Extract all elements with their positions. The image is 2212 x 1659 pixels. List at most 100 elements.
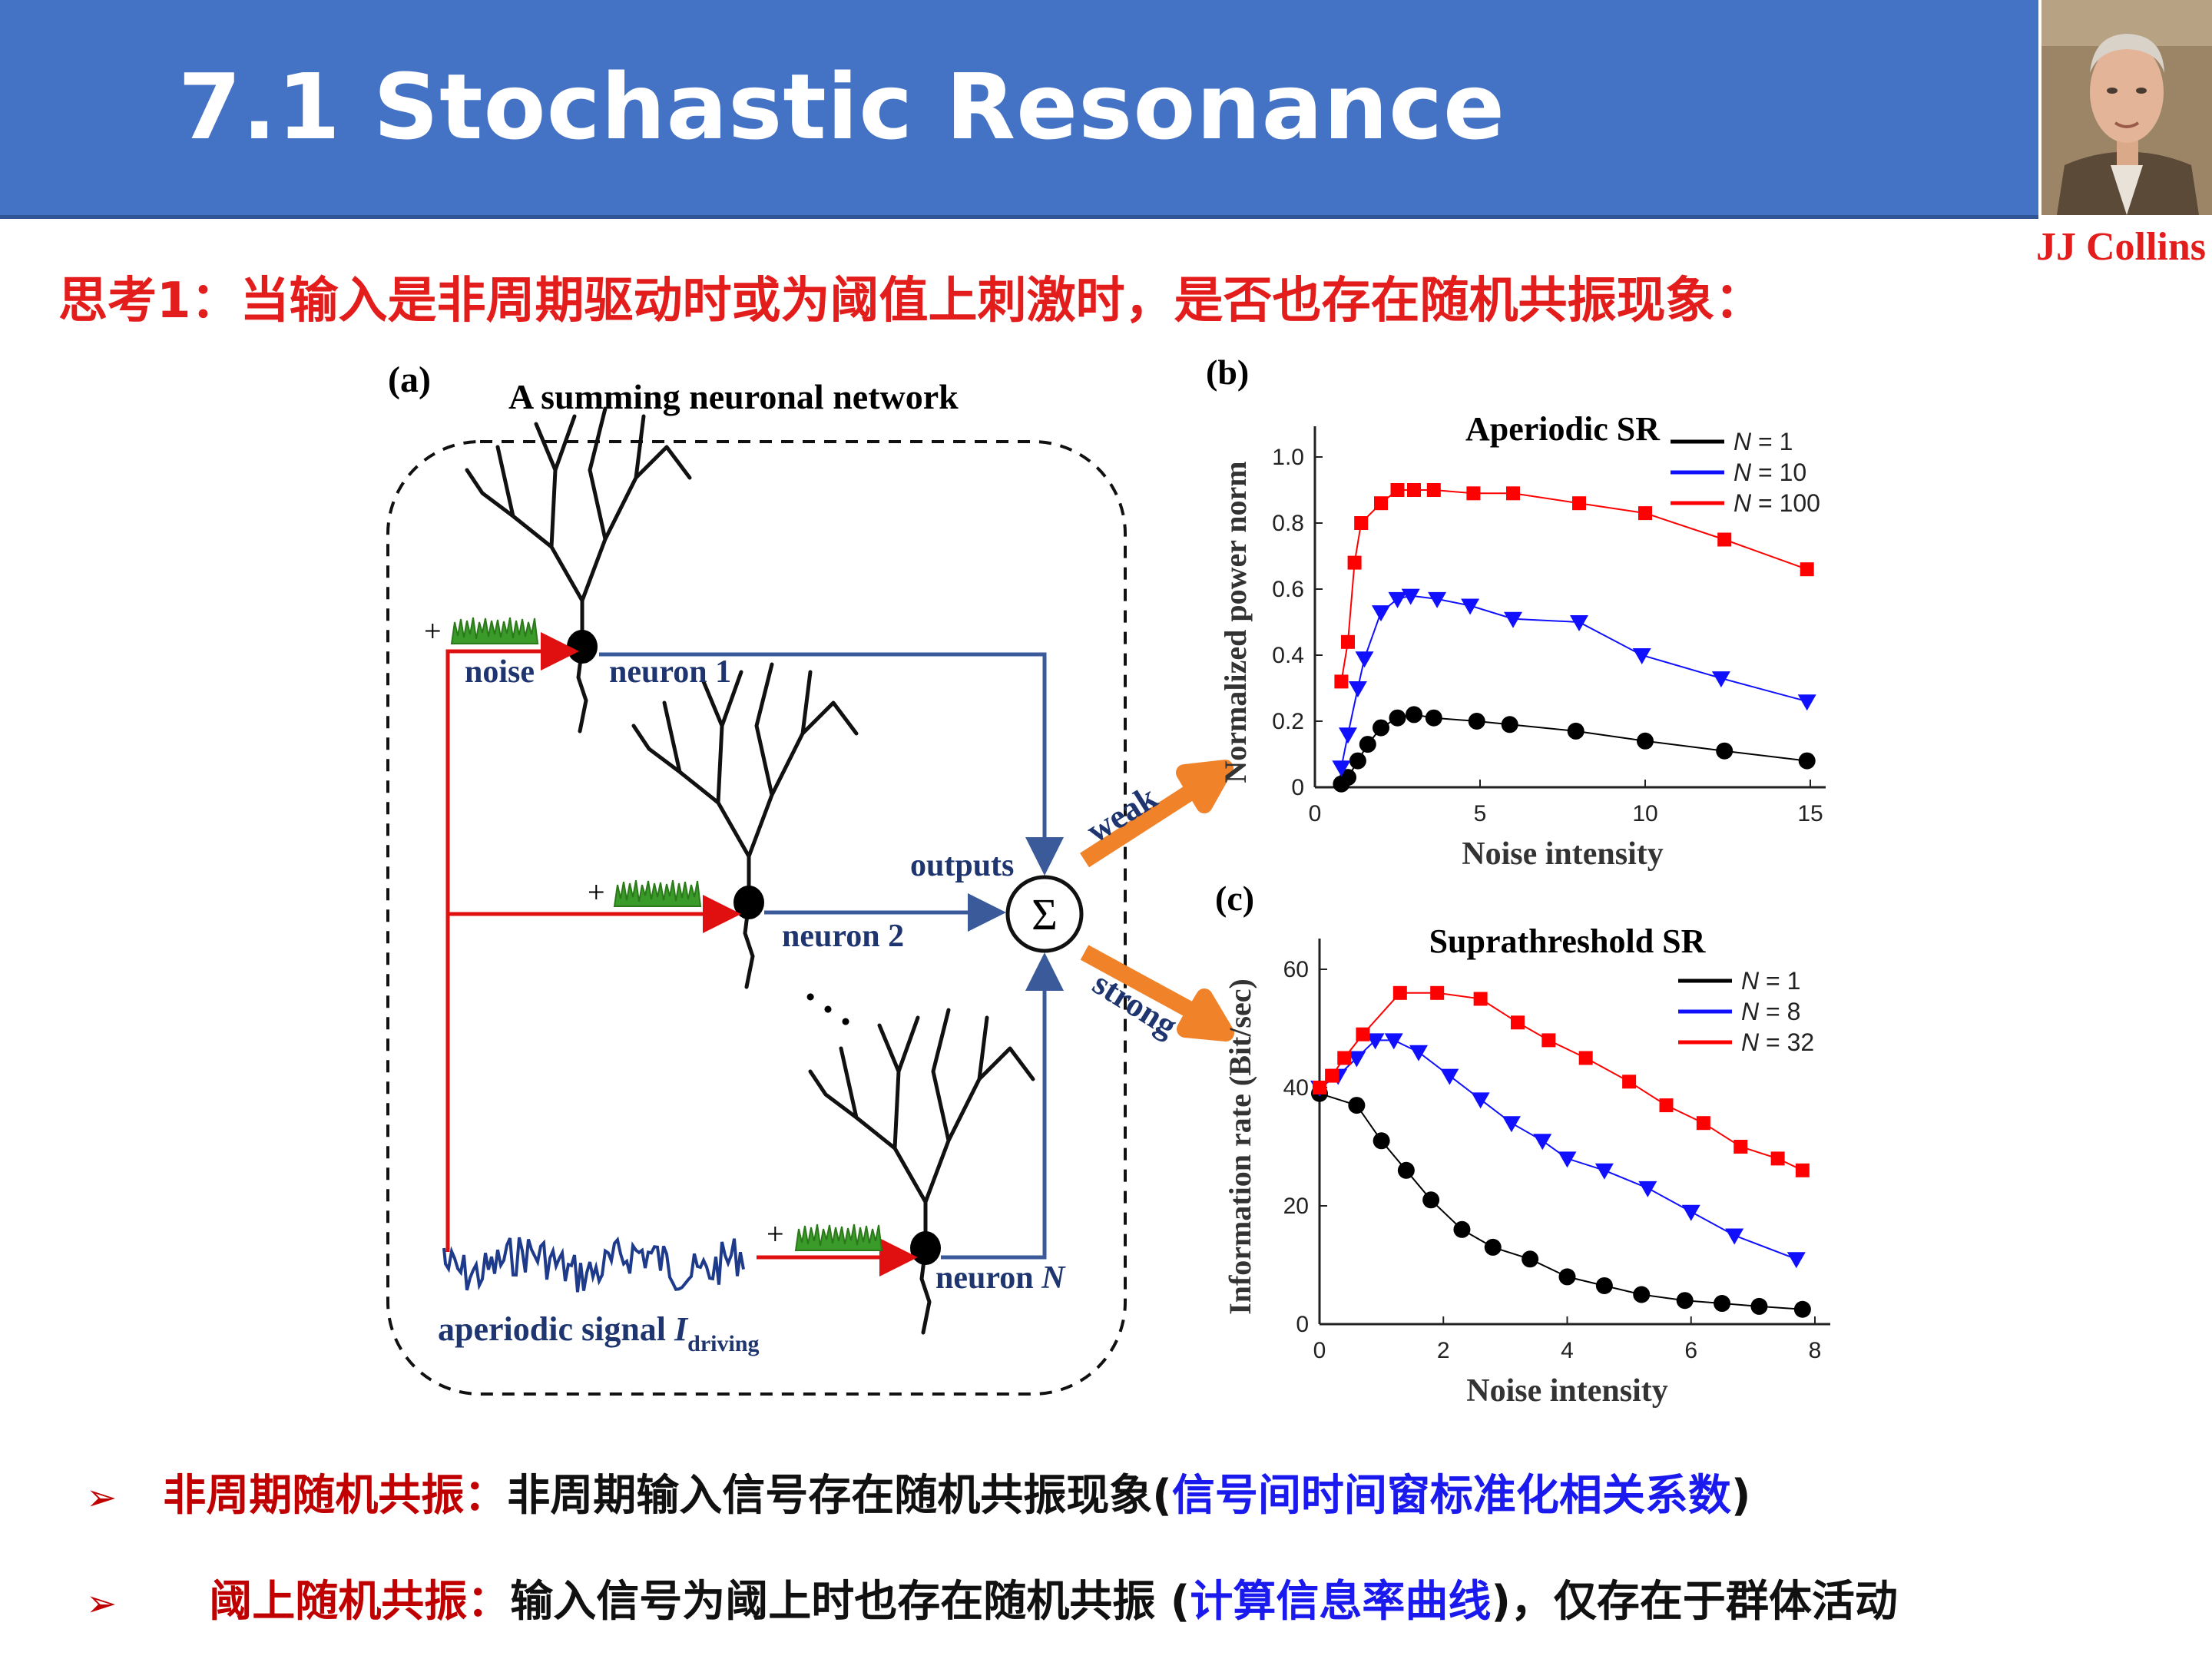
y-tick-label: 0 [1291, 775, 1304, 800]
data-point [1341, 634, 1355, 649]
data-point [1558, 1151, 1577, 1168]
bullet-arrow-icon: ➢ [86, 1476, 118, 1519]
data-point [1325, 1068, 1339, 1083]
y-tick-label: 0.4 [1272, 643, 1304, 668]
data-point [1632, 648, 1651, 664]
noise-icon-1 [451, 617, 538, 644]
strong-arrow [1080, 945, 1234, 1041]
x-tick-label: 5 [1474, 801, 1487, 826]
data-point [1373, 719, 1389, 737]
y-tick-label: 0.8 [1272, 511, 1304, 536]
legend-label: N = 1 [1741, 967, 1800, 995]
data-point [1800, 562, 1814, 577]
plus-sign-1: + [424, 614, 442, 648]
data-point [1659, 1098, 1674, 1113]
data-point [1501, 716, 1518, 733]
legend-label: N = 32 [1741, 1028, 1814, 1056]
data-point [1466, 486, 1481, 501]
data-point [1425, 709, 1442, 727]
data-point [1401, 588, 1420, 605]
data-point [1716, 742, 1734, 760]
data-point [1770, 1151, 1785, 1166]
figure: (a) A summing neuronal network + + + noi… [386, 353, 1830, 1409]
y-tick-label: 20 [1283, 1194, 1309, 1219]
aperiodic-signal-trace [442, 1236, 745, 1293]
neuron-1-label: neuron 1 [609, 654, 731, 690]
data-point [1473, 992, 1488, 1006]
data-point [1522, 1250, 1539, 1268]
x-axis-label: Noise intensity [1462, 836, 1664, 872]
data-point [1558, 1268, 1576, 1286]
data-point [1313, 1081, 1326, 1094]
data-point [1533, 1134, 1552, 1151]
data-point [1332, 760, 1351, 777]
data-point [1468, 713, 1485, 730]
y-axis-label: Information rate (Bit/sec) [1223, 979, 1257, 1315]
data-point [1511, 1015, 1525, 1030]
data-point [1578, 1051, 1593, 1065]
panel-a-label: (a) [388, 359, 431, 400]
data-point [1334, 674, 1349, 689]
data-point [1384, 1033, 1403, 1050]
noise-icon-2 [614, 879, 701, 907]
x-tick-label: 15 [1797, 801, 1823, 826]
panel-label: (b) [1206, 353, 1249, 392]
data-point [1389, 709, 1406, 727]
data-point [1637, 732, 1654, 750]
x-tick-label: 8 [1809, 1338, 1822, 1363]
bullet-tail: )，仅存在于群体活动 [1491, 1577, 1898, 1627]
y-tick-label: 0.2 [1272, 709, 1304, 734]
y-axis-label: Normalized power norm [1218, 461, 1253, 783]
data-point [1622, 1075, 1637, 1089]
data-point [1595, 1277, 1613, 1294]
data-point [1407, 483, 1421, 497]
data-point [1633, 1286, 1651, 1303]
data-point [1428, 591, 1447, 608]
data-point [1786, 1252, 1806, 1269]
data-point [1348, 681, 1367, 697]
data-point [1506, 486, 1520, 501]
data-point [1426, 483, 1441, 497]
data-point [1422, 1191, 1440, 1209]
bullet-highlight: 信号间时间窗标准化相关系数 [1171, 1471, 1731, 1521]
data-point [1348, 1097, 1366, 1114]
data-point [1638, 1181, 1657, 1197]
data-point [1453, 1220, 1471, 1238]
author-name: JJ Collins [2035, 225, 2206, 269]
data-point [1750, 1297, 1768, 1315]
sum-node [1005, 875, 1084, 953]
x-tick-label: 0 [1313, 1338, 1326, 1363]
data-point [1388, 591, 1407, 608]
data-point [1366, 1033, 1385, 1050]
noise-icon-n [795, 1224, 882, 1251]
data-point [1337, 1051, 1352, 1065]
data-point [1372, 605, 1390, 622]
signal-label: aperiodic signal Idriving [438, 1310, 760, 1356]
data-point [1541, 1033, 1556, 1048]
data-point [1339, 769, 1356, 786]
data-point [1638, 506, 1652, 521]
x-tick-label: 10 [1632, 801, 1657, 826]
y-tick-label: 0.6 [1272, 577, 1304, 602]
chart-title: Suprathreshold SR [1429, 922, 1707, 960]
output-wire-1 [599, 652, 1064, 876]
title-bar: 7.1 Stochastic Resonance [0, 0, 2038, 219]
data-point [1355, 651, 1374, 668]
series-line [1319, 992, 1803, 1171]
ellipsis-dots: . . . [799, 965, 870, 1035]
data-point [1594, 1163, 1614, 1180]
bullet-text: 非周期输入信号存在随机共振现象( [507, 1471, 1172, 1521]
data-point [1374, 496, 1388, 511]
data-point [1339, 727, 1357, 744]
slide-title: 7.1 Stochastic Resonance [178, 54, 1506, 160]
chart-title: Aperiodic SR [1465, 410, 1661, 448]
data-point [1359, 736, 1376, 753]
data-point [1717, 532, 1732, 547]
y-tick-label: 40 [1283, 1075, 1309, 1101]
bullet-term: 阈上随机共振： [209, 1577, 511, 1627]
bullet-text: 输入信号为阈上时也存在随机共振 ( [510, 1577, 1190, 1627]
data-point [1504, 611, 1522, 628]
data-point [1440, 1068, 1459, 1085]
series-line [1319, 1039, 1797, 1260]
